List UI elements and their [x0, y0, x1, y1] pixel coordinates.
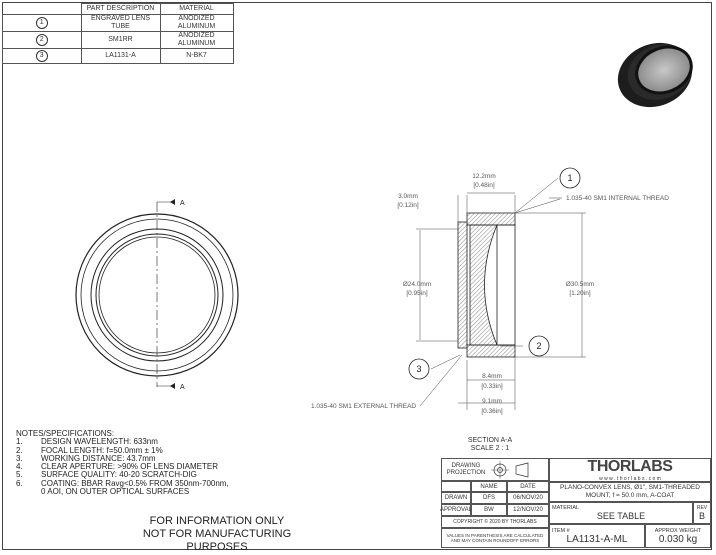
note-item: 1.DESIGN WAVELENGTH: 633nm [16, 437, 158, 447]
product-3d-image [617, 42, 693, 108]
parts-row: 3 LA1131-A N-BK7 [2, 48, 234, 64]
drawing-sheet [2, 2, 712, 550]
rev-cell: REV B [693, 502, 711, 524]
part-description: LA1131-A [80, 48, 161, 64]
notes-specifications: NOTES/SPECIFICATIONS: 1.DESIGN WAVELENGT… [16, 429, 229, 497]
dim-bottom1: 8.4mm [482, 373, 502, 380]
projection-cell: DRAWING PROJECTION [441, 458, 549, 481]
dim-bottom2: 9.1mm [482, 398, 502, 405]
weight-cell: APPROX WEIGHT 0.030 kg [645, 524, 711, 548]
disclaimer: FOR INFORMATION ONLY NOT FOR MANUFACTURI… [112, 515, 322, 554]
dim-outer-dia-in: [1.20in] [569, 290, 591, 297]
item-number: 2 [35, 34, 48, 46]
values-note: VALUES IN PARENTHESIS ARE CALCULATED AND… [441, 528, 549, 548]
dim-top: 12.2mm [472, 173, 495, 180]
part-material: ANODIZED ALUMINUM [159, 14, 234, 32]
callout-circles [408, 167, 581, 380]
note-item: 6.COATING: BBAR Ravg<0.5% FROM 350nm-700… [16, 478, 229, 488]
part-description-title: PLANO-CONVEX LENS, Ø1", SM1-THREADED MOU… [549, 482, 711, 502]
internal-thread-label: 1.035-40 SM1 INTERNAL THREAD [566, 195, 669, 202]
note-item: 0 AOI, ON OUTER OPTICAL SURFACES [41, 487, 190, 497]
item-number: 3 [35, 50, 48, 62]
parts-table: PART DESCRIPTION MATERIAL 1 ENGRAVED LEN… [2, 3, 234, 64]
dim-left-in: [0.12in] [397, 202, 419, 209]
section-marker-top: A [180, 200, 185, 207]
copyright: COPYRIGHT © 2020 BY THORLABS [441, 516, 549, 528]
dim-left: 3.0mm [398, 193, 418, 200]
note-item: 3.WORKING DISTANCE: 43.7mm [16, 453, 156, 463]
projection-icon [491, 460, 529, 479]
notes-heading: NOTES/SPECIFICATIONS: [16, 429, 115, 438]
item-number: 1 [35, 17, 48, 29]
title-block: DRAWING PROJECTION NAME DATE DRAWN DFS 0… [440, 458, 711, 548]
dim-inner-dia: Ø24.0mm [403, 281, 432, 288]
thorlabs-logo: THORLABS w w w . t h o r l a b s . c o m [549, 458, 711, 482]
dimension-lines [416, 177, 586, 410]
note-item: 2.FOCAL LENGTH: f=50.0mm ± 1% [16, 445, 163, 455]
disclaimer-line-2: NOT FOR MANUFACTURING PURPOSES [142, 528, 292, 553]
dim-top-in: [0.48in] [473, 182, 495, 189]
disclaimer-line-1: FOR INFORMATION ONLY [149, 515, 285, 527]
dim-inner-dia-in: [0.95in] [406, 290, 428, 297]
material-cell: MATERIAL SEE TABLE [549, 502, 693, 524]
dimension-labels: 12.2mm [0.48in] 3.0mm [0.12in] Ø24.0mm [… [311, 173, 669, 415]
dim-bottom2-in: [0.36in] [481, 408, 503, 415]
note-item: 5.SURFACE QUALITY: 40-20 SCRATCH-DIG [16, 470, 197, 480]
front-view [75, 199, 239, 389]
section-label: SECTION A-A SCALE 2 : 1 [467, 437, 513, 452]
note-item: 4.CLEAR APERTURE: >90% OF LENS DIAMETER [16, 462, 219, 472]
external-thread-label: 1.035-40 SM1 EXTERNAL THREAD [311, 403, 416, 410]
dim-bottom1-in: [0.33in] [481, 383, 503, 390]
dim-outer-dia: Ø30.5mm [566, 281, 595, 288]
part-material: N-BK7 [159, 48, 234, 64]
callout-1: 1 [567, 173, 572, 183]
item-cell: ITEM # LA1131-A-ML [549, 524, 645, 548]
callout-3: 3 [416, 364, 421, 374]
callout-2: 2 [536, 341, 541, 351]
section-marker-bottom: A [180, 384, 185, 391]
section-view [457, 212, 516, 358]
